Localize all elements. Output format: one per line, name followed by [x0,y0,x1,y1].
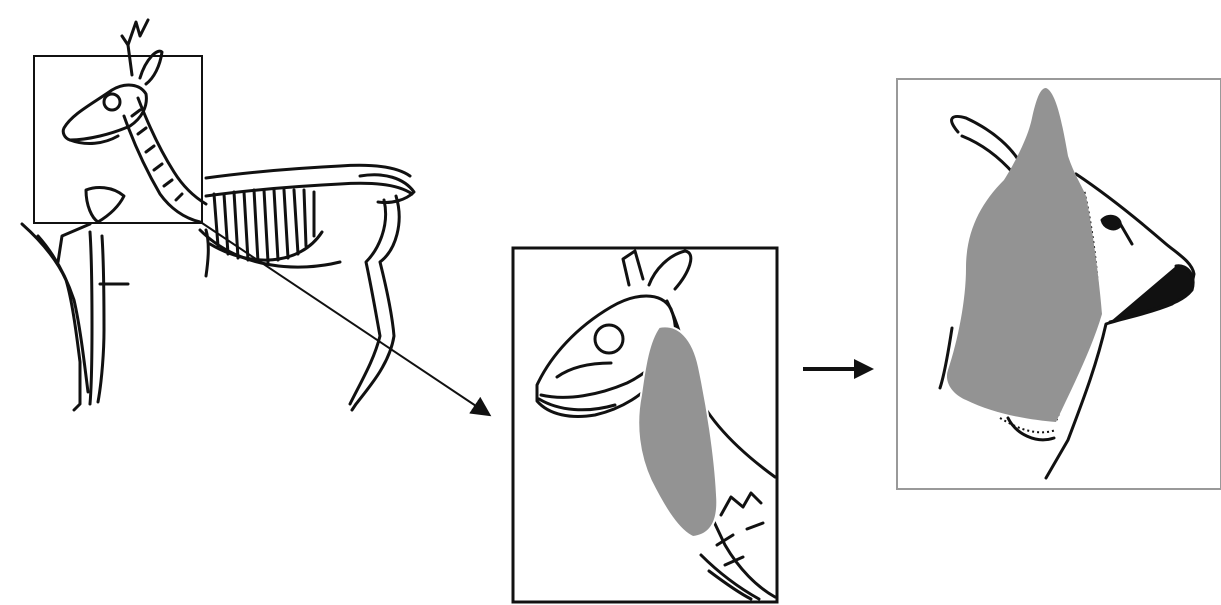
deer-skeleton-icon [0,0,440,425]
deer-skeleton-panel [0,0,440,425]
deer-skull-neck-icon [511,245,779,605]
deer-head-icon [896,78,1221,490]
head-panel [896,78,1221,490]
zoom-panel [511,245,779,605]
